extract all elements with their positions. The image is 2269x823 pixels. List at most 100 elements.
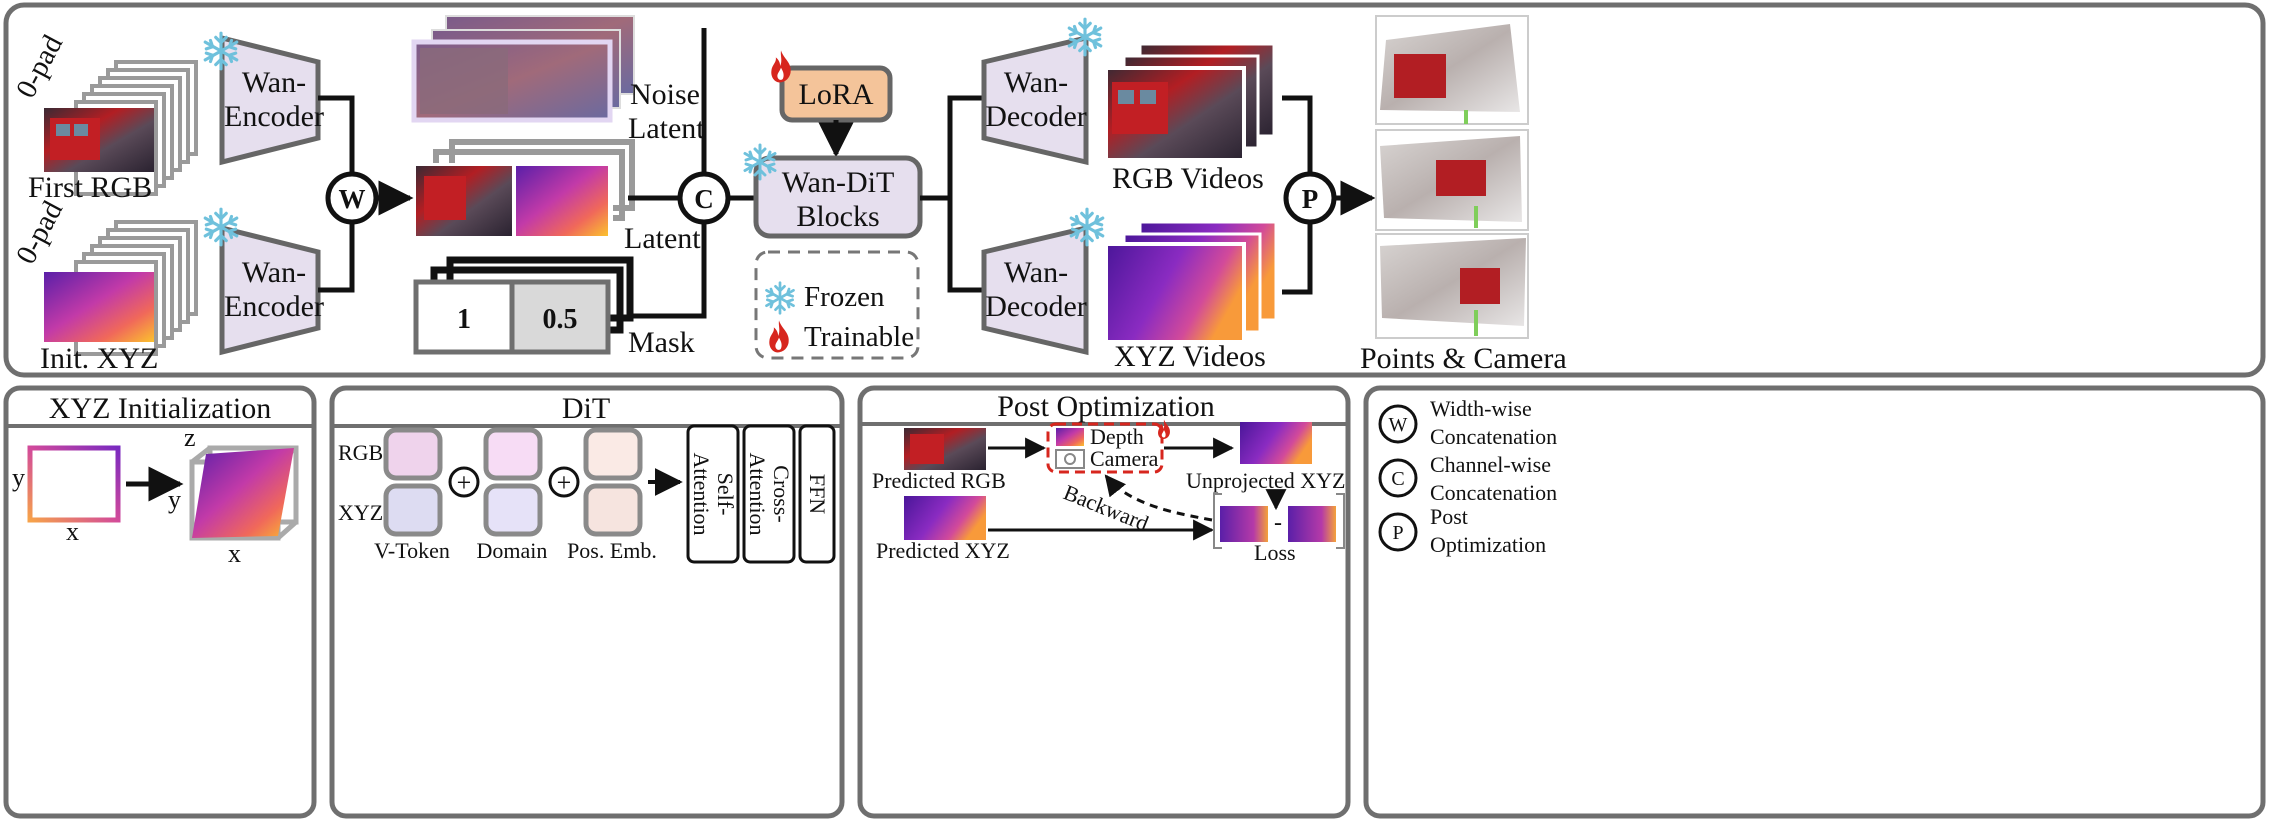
svg-text:Attention: Attention <box>745 452 770 535</box>
svg-text:Frozen: Frozen <box>804 281 885 313</box>
p-inputs <box>1282 95 1313 295</box>
xyz-init-cube-x: x <box>228 539 241 568</box>
svg-text:Wan-: Wan- <box>242 256 306 289</box>
depth-camera-box: Depth Camera <box>1046 422 1164 474</box>
zero-pad-label-top: 0-pad <box>10 30 69 104</box>
xyz-init-square-x: x <box>66 517 79 546</box>
svg-text:Self-: Self- <box>713 473 738 516</box>
svg-text:Depth: Depth <box>1090 424 1144 449</box>
wan-encoder-bottom: Wan- Encoder <box>219 224 324 356</box>
xyz-init-panel <box>3 385 317 819</box>
noise-label-line1: Noise <box>630 78 700 111</box>
svg-text:Encoder: Encoder <box>224 100 324 133</box>
svg-text:+: + <box>457 468 472 497</box>
svg-text:Wan-: Wan- <box>1004 256 1068 289</box>
svg-text:Post: Post <box>1430 504 1468 529</box>
first-rgb-label: First RGB <box>28 171 152 204</box>
init-xyz-image <box>44 272 154 342</box>
predicted-rgb-label: Predicted RGB <box>872 468 1006 493</box>
loss-box: - <box>1213 493 1345 549</box>
legend-p: P Post Optimization <box>1378 504 1546 557</box>
svg-text:Blocks: Blocks <box>796 200 879 233</box>
first-rgb-image <box>44 108 154 172</box>
dit-row-rgb: RGB <box>338 440 383 465</box>
dit-title: DiT <box>562 392 610 425</box>
svg-text:Wan-: Wan- <box>1004 66 1068 99</box>
xyz-init-cube <box>189 445 299 541</box>
unprojected-xyz-label: Unprojected XYZ <box>1186 468 1345 493</box>
svg-text:Decoder: Decoder <box>985 290 1087 323</box>
main-panel <box>3 2 2266 378</box>
latent-stack <box>415 139 635 239</box>
encoder-connectors <box>318 95 355 293</box>
svg-text:Optimization: Optimization <box>1430 532 1546 557</box>
svg-text:C: C <box>694 184 714 214</box>
svg-text:Cross-: Cross- <box>769 465 794 522</box>
dit-to-decoder-lines <box>920 95 982 293</box>
predicted-xyz-image <box>904 496 986 540</box>
dit-token-grid <box>383 427 643 537</box>
svg-text:1: 1 <box>457 304 471 335</box>
zero-pad-label-bottom: 0-pad <box>10 196 69 270</box>
loss-label: Loss <box>1254 540 1296 565</box>
svg-text:FFN: FFN <box>805 474 830 514</box>
svg-text:Wan-: Wan- <box>242 66 306 99</box>
wan-encoder-top: Wan- Encoder <box>219 34 324 166</box>
svg-text:Width-wise: Width-wise <box>1430 396 1532 421</box>
c-inputs <box>628 28 707 319</box>
xyz-init-cube-y: y <box>168 485 181 514</box>
svg-text:P: P <box>1302 184 1319 214</box>
noise-label-line2: Latent <box>628 112 705 145</box>
dit-row-xyz: XYZ <box>338 500 383 525</box>
predicted-rgb-image <box>904 428 986 470</box>
w-operator: W <box>325 171 379 225</box>
c-operator: C <box>677 171 731 225</box>
svg-text:Channel-wise: Channel-wise <box>1430 452 1551 477</box>
xyz-init-title: XYZ Initialization <box>49 392 271 425</box>
dit-plus-2: + <box>548 466 580 498</box>
xyz-videos-stack <box>1104 220 1278 344</box>
xyz-init-square <box>27 445 121 523</box>
unprojected-xyz-image <box>1240 422 1312 464</box>
svg-text:W: W <box>339 184 366 214</box>
symbol-legend-panel <box>1363 385 2266 819</box>
xyz-videos-label: XYZ Videos <box>1114 340 1266 373</box>
wan-decoder-bottom: Wan- Decoder <box>981 224 1089 356</box>
svg-text:P: P <box>1392 522 1403 544</box>
mask-stack: 1 0.5 <box>413 256 634 355</box>
legend-w: W Width-wise Concatenation <box>1378 396 1557 449</box>
wan-decoder-top: Wan- Decoder <box>981 34 1089 166</box>
xyz-init-cube-z: z <box>184 423 196 452</box>
trainable-icon-lora <box>771 50 791 83</box>
backward-label: Backward <box>1060 479 1152 536</box>
svg-text:Encoder: Encoder <box>224 290 324 323</box>
legend-c: C Channel-wise Concatenation <box>1378 452 1557 505</box>
init-xyz-label: Init. XYZ <box>40 342 158 375</box>
dit-cross-attention: Cross- Attention <box>742 424 796 564</box>
svg-text:+: + <box>557 468 572 497</box>
dit-ffn: FFN <box>798 424 836 564</box>
svg-text:Trainable: Trainable <box>804 321 914 353</box>
svg-text:Decoder: Decoder <box>985 100 1087 133</box>
svg-text:-: - <box>1274 510 1282 536</box>
svg-text:Concatenation: Concatenation <box>1430 424 1557 449</box>
rgb-videos-stack <box>1104 42 1276 162</box>
post-opt-title: Post Optimization <box>997 390 1215 423</box>
backward-arrow <box>1104 474 1213 522</box>
svg-text:W: W <box>1389 414 1408 436</box>
svg-text:Concatenation: Concatenation <box>1430 480 1557 505</box>
svg-text:C: C <box>1391 468 1404 490</box>
dit-col-domain: Domain <box>477 538 548 563</box>
xyz-init-square-y: y <box>12 463 25 492</box>
svg-text:Wan-DiT: Wan-DiT <box>782 166 895 199</box>
wan-dit-blocks: Wan-DiT Blocks <box>753 155 923 239</box>
dit-col-vtoken: V-Token <box>374 538 450 563</box>
latent-label: Latent <box>624 222 701 255</box>
svg-text:0.5: 0.5 <box>543 304 578 335</box>
lora-block: LoRA <box>779 65 893 123</box>
svg-text:LoRA: LoRA <box>799 78 874 111</box>
predicted-xyz-label: Predicted XYZ <box>876 538 1010 563</box>
dit-col-pos: Pos. Emb. <box>567 538 657 563</box>
points-camera-label: Points & Camera <box>1360 342 1567 375</box>
